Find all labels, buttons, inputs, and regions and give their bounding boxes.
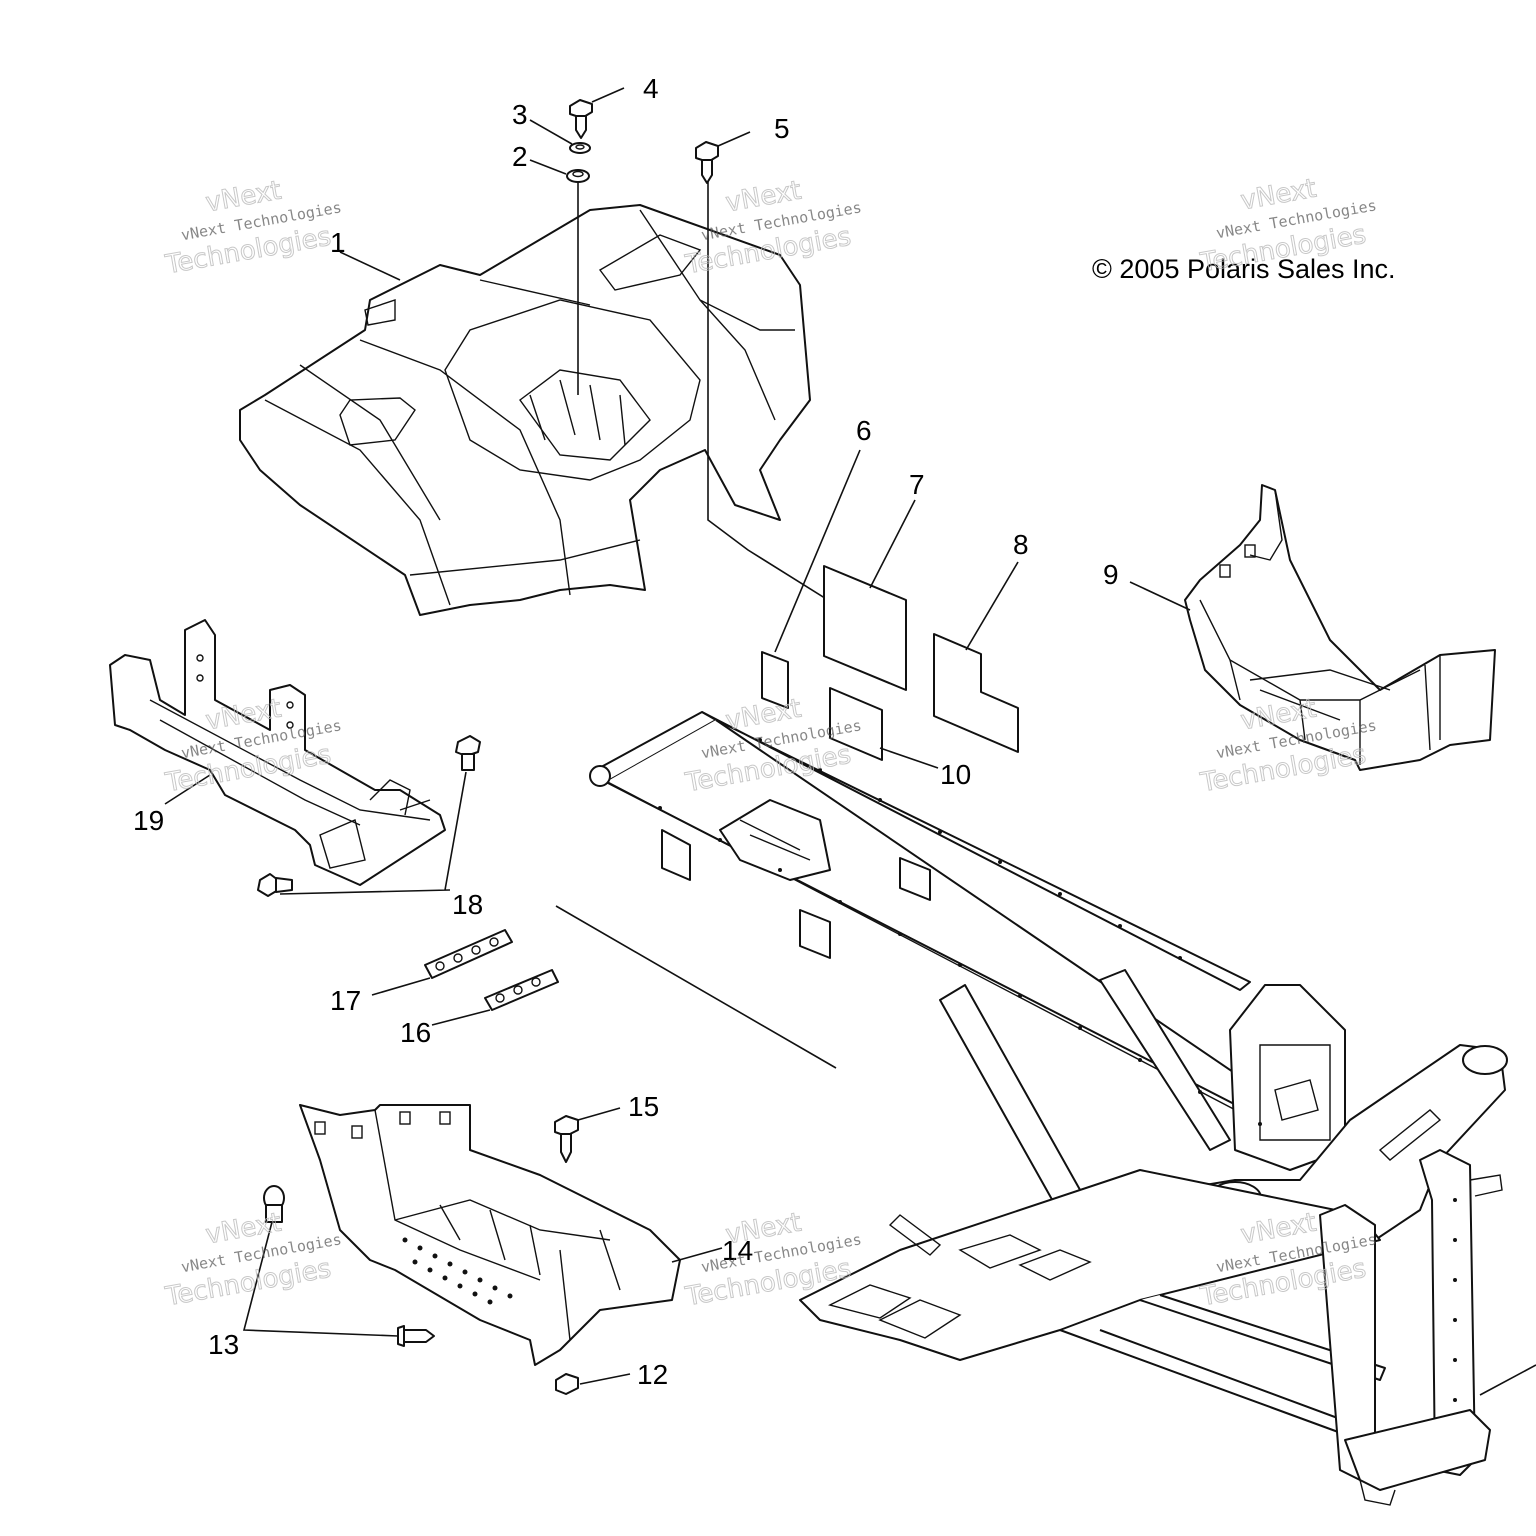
callout-6: 6 [856,415,872,446]
callout-4: 4 [643,73,659,104]
decal-7 [823,565,907,691]
pad-16 [484,969,559,1011]
callout-9: 9 [1103,559,1119,590]
rear-fender [239,204,811,616]
watermark-top-center: vNext vNext Technologies Technologies [682,175,863,281]
screw-4 [569,99,593,139]
callout-2: 2 [512,141,528,172]
decal-6 [761,651,789,709]
callout-17: 17 [330,985,361,1016]
left-footwell [299,1104,681,1366]
screw-5 [695,141,719,184]
callout-19: 19 [133,805,164,836]
callout-10: 10 [940,759,971,790]
rivet-13b [397,1325,435,1347]
callout-8: 8 [1013,529,1029,560]
callout-13: 13 [208,1329,239,1360]
callout-1: 1 [330,227,346,258]
callout-7: 7 [909,469,925,500]
front-rack-mount [109,619,446,886]
main-frame [589,711,1508,1506]
decal-8 [933,633,1019,753]
rivet-13a [263,1185,285,1223]
callout-12: 12 [637,1359,668,1390]
bolt-18a [455,735,481,771]
callout-16: 16 [400,1017,431,1048]
callout-18: 18 [452,889,483,920]
bolt-18b [257,873,293,897]
watermark-top-left: vNext vNext Technologies Technologies [162,175,343,281]
callout-14: 14 [722,1235,753,1266]
copyright-notice: © 2005 Polaris Sales Inc. [1092,254,1396,284]
nut-2 [566,169,590,183]
screw-15 [554,1115,579,1163]
watermark-bottom-left: vNext vNext Technologies Technologies [162,1207,343,1313]
decal-10 [829,687,883,761]
pad-17 [424,929,513,979]
nut-12 [555,1373,579,1395]
callout-5: 5 [774,113,790,144]
right-footwell [1184,484,1496,771]
callout-3: 3 [512,99,528,130]
callout-15: 15 [628,1091,659,1122]
washer-3 [569,142,591,154]
